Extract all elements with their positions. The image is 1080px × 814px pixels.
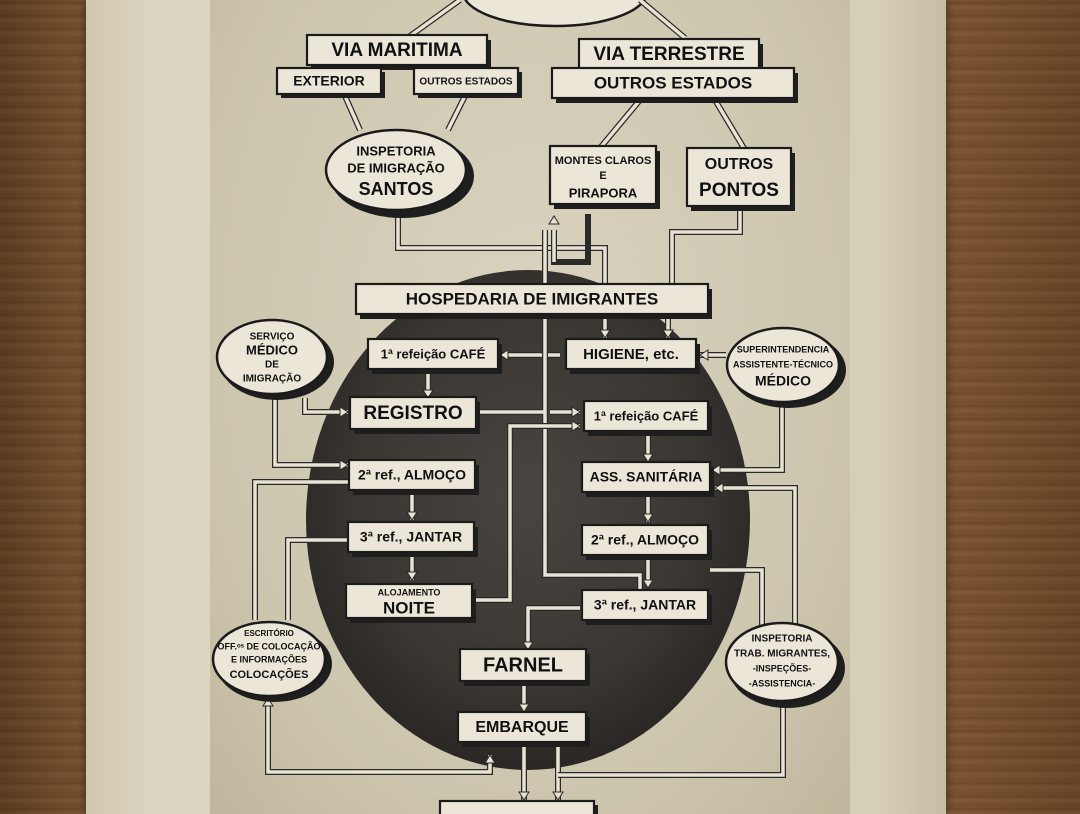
label-line: SUPERINTENDENCIA — [737, 344, 830, 354]
box-outros-estados-terra: OUTROS ESTADOS — [550, 66, 798, 103]
label: 1ª refeição CAFÉ — [381, 346, 486, 361]
label: EXTERIOR — [293, 73, 365, 89]
label-line: -INSPEÇÕES- — [753, 663, 812, 673]
label: EMBARQUE — [475, 719, 569, 736]
label-line: SERVIÇO — [250, 332, 295, 343]
box-outros-pontos: OUTROS PONTOS — [685, 146, 795, 211]
box-via-terrestre: VIA TERRESTRE — [577, 37, 763, 74]
box-jantar-left: 3ª ref., JANTAR — [346, 520, 478, 557]
label-line: OUTROS — [705, 156, 774, 173]
arrowheads — [262, 215, 724, 801]
ellipse-escritorio: ESCRITÓRIO OFF.ᵒˢ DE COLOCAÇÃO E INFORMA… — [211, 620, 332, 702]
box-montes-claros: MONTES CLAROS E PIRAPORA — [548, 144, 660, 209]
ellipse-servico-medico: SERVIÇO MÉDICO DE IMIGRAÇÃO — [215, 318, 334, 400]
label-line: NOITE — [383, 598, 435, 617]
label: OUTROS ESTADOS — [594, 73, 752, 92]
label: REGISTRO — [363, 403, 462, 424]
box-jantar-right: 3ª ref., JANTAR — [580, 588, 712, 625]
label-line: -ASSISTENCIA- — [749, 678, 816, 688]
label: VIA TERRESTRE — [593, 44, 744, 65]
label: HIGIENE, etc. — [583, 346, 679, 363]
label: VIA MARITIMA — [331, 40, 463, 61]
ellipse-inspetoria-santos: INSPETORIA DE IMIGRAÇÃO SANTOS — [324, 128, 474, 218]
box-cafe-right: 1ª refeição CAFÉ — [582, 399, 712, 436]
label-line: MONTES CLAROS — [555, 155, 652, 167]
label-line: INSPETORIA — [356, 143, 436, 158]
label: 2ª ref., ALMOÇO — [358, 467, 466, 483]
label: OUTROS ESTADOS — [419, 77, 512, 88]
ellipse-superintendencia: SUPERINTENDENCIA ASSISTENTE-TÉCNICO MÉDI… — [725, 326, 846, 408]
label: ASS. SANITÁRIA — [590, 469, 703, 485]
label-line: SANTOS — [359, 179, 434, 199]
box-almoco-right: 2ª ref., ALMOÇO — [580, 523, 712, 560]
label-line: E — [599, 170, 606, 182]
label-line: PIRAPORA — [569, 185, 638, 200]
box-registro: REGISTRO — [348, 395, 480, 434]
label-line: COLOCAÇÕES — [230, 668, 309, 681]
label-line: DE IMIGRAÇÃO — [347, 160, 445, 175]
label-line: ALOJAMENTO — [378, 587, 441, 597]
box-exterior: EXTERIOR — [275, 66, 385, 98]
label-line: PONTOS — [699, 180, 779, 201]
box-alojamento: ALOJAMENTO NOITE — [344, 582, 476, 623]
box-ass-sanitaria: ASS. SANITÁRIA — [580, 460, 714, 497]
label: 3ª ref., JANTAR — [594, 597, 696, 613]
box-outros-estados-mar: OUTROS ESTADOS — [412, 66, 522, 98]
label-line: MÉDICO — [246, 342, 298, 357]
connector-lines — [252, 0, 798, 800]
label: HOSPEDARIA DE IMIGRANTES — [406, 289, 659, 308]
background-globe — [306, 270, 750, 770]
box-hospedaria: HOSPEDARIA DE IMIGRANTES — [354, 282, 712, 319]
box-destino-partial — [438, 799, 598, 814]
ellipse-inspetoria-trab: INSPETORIA TRAB. MIGRANTES, -INSPEÇÕES- … — [724, 621, 845, 708]
label-line: DE — [265, 360, 279, 371]
label: 3ª ref., JANTAR — [360, 529, 462, 545]
box-farnel: FARNEL — [458, 647, 590, 686]
label-line: ESCRITÓRIO — [244, 629, 294, 638]
label-line: E INFORMAÇÕES — [231, 654, 307, 664]
box-via-maritima: VIA MARITIMA — [305, 33, 491, 70]
box-embarque: EMBARQUE — [456, 710, 590, 747]
label: 2ª ref., ALMOÇO — [591, 532, 699, 548]
label: FARNEL — [483, 654, 563, 676]
box-higiene: HIGIENE, etc. — [564, 337, 700, 374]
label-line: MÉDICO — [755, 373, 811, 389]
label-line: INSPETORIA — [752, 634, 813, 645]
box-cafe-left: 1ª refeição CAFÉ — [366, 337, 502, 374]
box-almoco-left: 2ª ref., ALMOÇO — [347, 458, 479, 495]
top-source-ellipse — [464, 0, 646, 28]
label: 1ª refeição CAFÉ — [594, 408, 699, 423]
label-line: TRAB. MIGRANTES, — [734, 649, 830, 660]
label-line: ASSISTENTE-TÉCNICO — [733, 359, 833, 369]
label-line: IMIGRAÇÃO — [243, 372, 302, 385]
label-line: OFF.ᵒˢ DE COLOCAÇÃO — [217, 641, 320, 651]
